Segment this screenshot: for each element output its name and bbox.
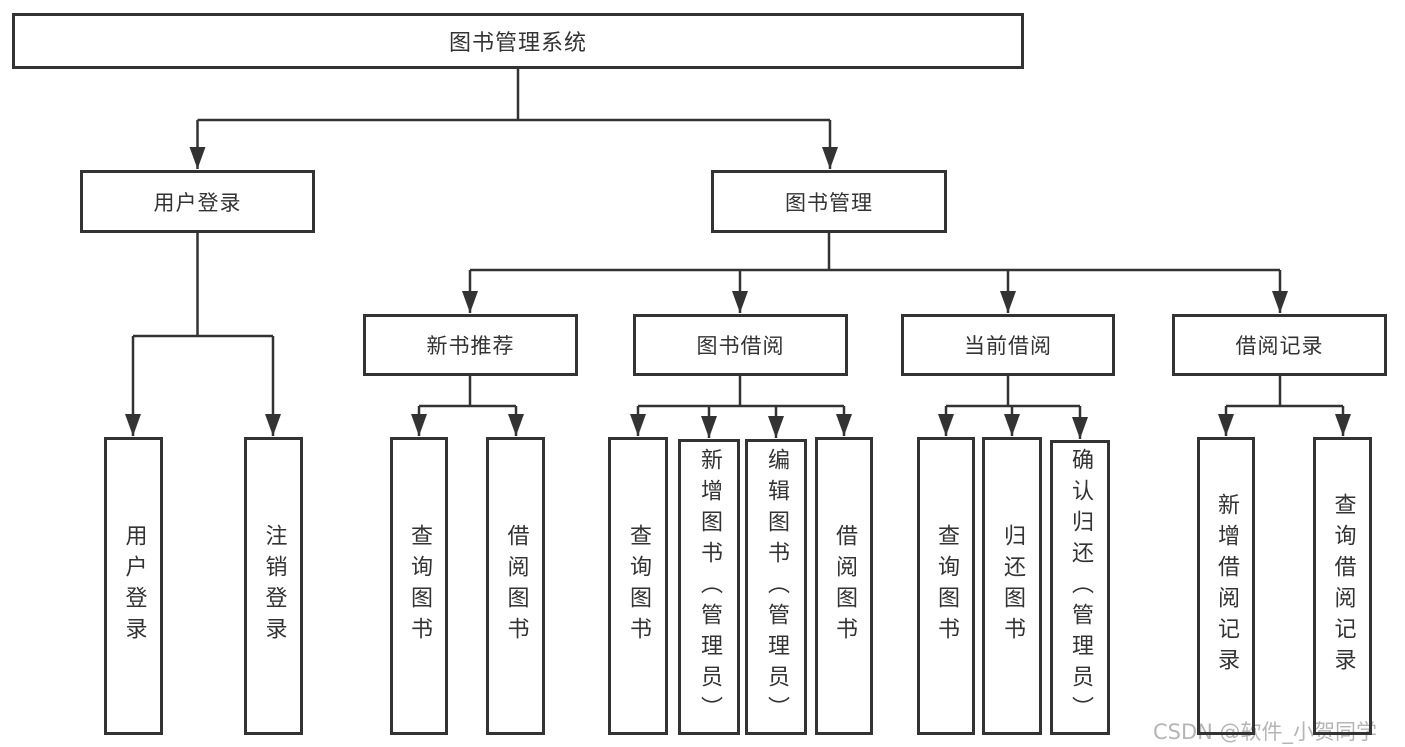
leaf-logout: 注销登录 bbox=[244, 437, 303, 735]
node-label: 借阅记录 bbox=[1235, 334, 1324, 358]
leaf-edit-books-admin: 编辑图书（管理员） bbox=[745, 439, 807, 735]
node-label: 借阅图书 bbox=[503, 524, 529, 648]
node-label: 图书管理 bbox=[785, 190, 873, 215]
leaf-add-books-admin: 新增图书（管理员） bbox=[678, 439, 740, 735]
node-book-borrowing: 图书借阅 bbox=[633, 314, 848, 376]
leaf-user-login: 用户登录 bbox=[104, 437, 163, 735]
node-label: 图书借阅 bbox=[696, 334, 785, 358]
leaf-borrowing-borrow-books: 借阅图书 bbox=[815, 437, 873, 735]
node-label: 编辑图书（管理员） bbox=[764, 447, 789, 727]
leaf-newbook-query-books: 查询图书 bbox=[390, 437, 448, 735]
leaf-confirm-return-admin: 确认归还（管理员） bbox=[1050, 440, 1110, 735]
node-borrowing-records: 借阅记录 bbox=[1172, 314, 1387, 376]
node-label: 新书推荐 bbox=[426, 334, 515, 358]
node-label: 当前借阅 bbox=[964, 334, 1052, 358]
connector-book-borrowing bbox=[638, 376, 844, 408]
connector-current-borrowing bbox=[946, 376, 1080, 408]
node-label: 用户登录 bbox=[153, 190, 242, 215]
node-book-management: 图书管理 bbox=[711, 170, 947, 233]
connector-borrowing-records bbox=[1226, 376, 1343, 408]
node-library-management-system: 图书管理系统 bbox=[12, 13, 1024, 69]
leaf-add-borrow-record: 新增借阅记录 bbox=[1197, 437, 1255, 735]
leaf-newbook-borrow-books: 借阅图书 bbox=[486, 437, 545, 735]
node-label: 图书管理系统 bbox=[448, 31, 587, 56]
node-new-book-recommendation: 新书推荐 bbox=[363, 314, 578, 376]
node-label: 查询借阅记录 bbox=[1330, 493, 1356, 679]
leaf-return-books: 归还图书 bbox=[982, 437, 1042, 735]
node-label: 借阅图书 bbox=[832, 524, 857, 648]
node-label: 查询图书 bbox=[626, 524, 651, 648]
node-label: 注销登录 bbox=[261, 524, 287, 648]
node-label: 查询图书 bbox=[934, 524, 959, 648]
connector-new-book bbox=[419, 376, 516, 408]
node-label: 新增图书（管理员） bbox=[697, 447, 722, 727]
node-label: 查询图书 bbox=[407, 524, 432, 648]
connector-root bbox=[197, 69, 830, 122]
connector-user-login bbox=[133, 233, 273, 338]
leaf-borrowing-query-books: 查询图书 bbox=[608, 437, 668, 735]
node-label: 确认归还（管理员） bbox=[1068, 448, 1093, 727]
node-label: 新增借阅记录 bbox=[1214, 493, 1239, 679]
node-user-login: 用户登录 bbox=[80, 170, 315, 233]
leaf-current-query-books: 查询图书 bbox=[917, 437, 975, 735]
leaf-query-borrow-record: 查询借阅记录 bbox=[1313, 437, 1372, 735]
connector-book-management bbox=[470, 233, 1280, 272]
node-label: 用户登录 bbox=[121, 524, 147, 648]
node-current-borrowing: 当前借阅 bbox=[901, 314, 1115, 376]
node-label: 归还图书 bbox=[1000, 524, 1025, 648]
